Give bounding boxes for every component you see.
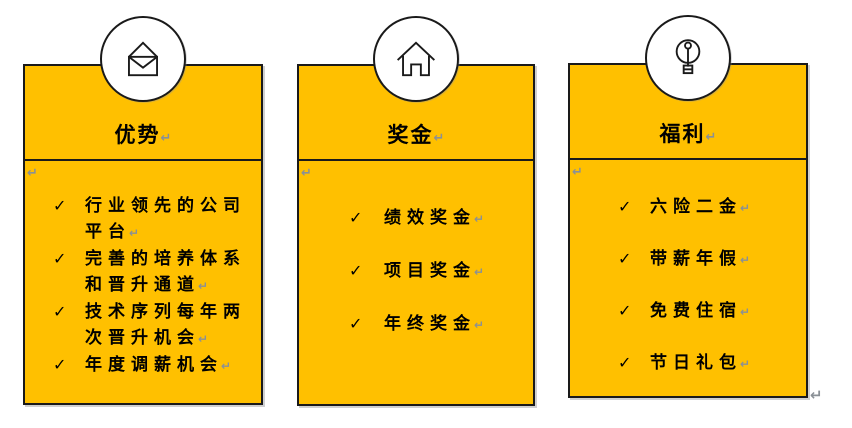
check-icon: ✓	[53, 249, 67, 268]
paragraph-return-mark: ↵	[474, 265, 485, 279]
card-bonus-body: ↵ ✓ 绩效奖金↵ ✓ 项目奖金↵ ✓ 年终奖金↵	[299, 161, 533, 338]
check-icon: ✓	[618, 249, 632, 268]
paragraph-return-mark: ↵	[198, 279, 209, 293]
card-advantages-header: 优势↵	[25, 66, 261, 161]
list-item: ✓ 年终奖金↵	[349, 311, 527, 338]
list-item: ✓ 带薪年假↵	[618, 246, 800, 273]
check-icon: ✓	[618, 197, 632, 216]
list-item-text: 技术序列每年两次晋升机会	[85, 302, 246, 347]
bonus-list: ✓ 绩效奖金↵ ✓ 项目奖金↵ ✓ 年终奖金↵	[299, 161, 533, 338]
paragraph-return-mark: ↵	[705, 130, 717, 145]
check-icon: ✓	[53, 355, 67, 374]
card-bonus[interactable]: 奖金↵ ↵ ✓ 绩效奖金↵ ✓ 项目奖金↵ ✓ 年终奖金↵	[297, 16, 535, 406]
card-welfare-body: ↵ ✓ 六险二金↵ ✓ 带薪年假↵ ✓ 免费住宿↵ ✓ 节日礼包↵	[570, 160, 806, 377]
paragraph-return-mark: ↵	[474, 212, 485, 226]
list-item-text: 带薪年假	[650, 249, 742, 268]
paragraph-return-mark: ↵	[740, 357, 751, 371]
list-item: ✓ 行业领先的公司平台↵	[53, 193, 255, 246]
list-item: ✓ 绩效奖金↵	[349, 205, 527, 232]
list-item-text: 年度调薪机会	[85, 355, 223, 374]
advantages-list: ✓ 行业领先的公司平台↵ ✓ 完善的培养体系和晋升通道↵ ✓ 技术序列每年两次晋…	[25, 161, 261, 379]
paragraph-return-mark: ↵	[221, 359, 232, 373]
lightbulb-icon	[661, 31, 715, 85]
paragraph-return-mark: ↵	[740, 253, 751, 267]
list-item-text: 免费住宿	[650, 301, 742, 320]
paragraph-return-mark: ↵	[474, 318, 485, 332]
house-icon	[389, 32, 443, 86]
check-icon: ✓	[349, 261, 363, 280]
card-welfare-circle[interactable]	[645, 15, 731, 101]
paragraph-return-mark: ↵	[572, 165, 583, 180]
envelope-open-icon	[116, 32, 170, 86]
card-welfare[interactable]: 福利↵ ↵ ✓ 六险二金↵ ✓ 带薪年假↵ ✓ 免费住宿↵ ✓ 节日	[568, 15, 808, 398]
card-advantages-circle[interactable]	[100, 16, 186, 102]
paragraph-return-mark: ↵	[433, 131, 445, 146]
list-item-text: 行业领先的公司平台	[85, 196, 246, 241]
paragraph-return-mark: ↵	[27, 166, 38, 181]
check-icon: ✓	[53, 196, 67, 215]
paragraph-return-mark: ↵	[301, 166, 312, 181]
check-icon: ✓	[349, 208, 363, 227]
list-item: ✓ 年度调薪机会↵	[53, 352, 255, 379]
list-item-text: 节日礼包	[650, 353, 742, 372]
list-item-text: 完善的培养体系和晋升通道	[85, 249, 246, 294]
list-item: ✓ 技术序列每年两次晋升机会↵	[53, 299, 255, 352]
card-bonus-circle[interactable]	[373, 16, 459, 102]
paragraph-return-mark: ↵	[129, 226, 140, 240]
list-item-text: 年终奖金	[384, 314, 476, 333]
list-item: ✓ 六险二金↵	[618, 194, 800, 221]
card-welfare-header: 福利↵	[570, 65, 806, 160]
welfare-list: ✓ 六险二金↵ ✓ 带薪年假↵ ✓ 免费住宿↵ ✓ 节日礼包↵	[570, 160, 806, 377]
paragraph-return-mark: ↵	[198, 332, 209, 346]
card-bonus-header: 奖金↵	[299, 66, 533, 161]
paragraph-return-mark: ↵	[810, 386, 823, 404]
card-advantages[interactable]: 优势↵ ↵ ✓ 行业领先的公司平台↵ ✓ 完善的培养体系和晋升通道↵ ✓ 技术序…	[23, 16, 263, 405]
list-item: ✓ 完善的培养体系和晋升通道↵	[53, 246, 255, 299]
list-item: ✓ 节日礼包↵	[618, 350, 800, 377]
check-icon: ✓	[618, 353, 632, 372]
check-icon: ✓	[349, 314, 363, 333]
card-title: 福利↵	[659, 122, 717, 146]
card-title: 优势↵	[114, 123, 172, 147]
list-item-text: 绩效奖金	[384, 208, 476, 227]
list-item: ✓ 免费住宿↵	[618, 298, 800, 325]
check-icon: ✓	[53, 302, 67, 321]
list-item: ✓ 项目奖金↵	[349, 258, 527, 285]
card-advantages-body: ↵ ✓ 行业领先的公司平台↵ ✓ 完善的培养体系和晋升通道↵ ✓ 技术序列每年两…	[25, 161, 261, 379]
paragraph-return-mark: ↵	[740, 201, 751, 215]
list-item-text: 项目奖金	[384, 261, 476, 280]
check-icon: ✓	[618, 301, 632, 320]
paragraph-return-mark: ↵	[740, 305, 751, 319]
list-item-text: 六险二金	[650, 197, 742, 216]
card-title: 奖金↵	[387, 123, 445, 147]
paragraph-return-mark: ↵	[160, 131, 172, 146]
